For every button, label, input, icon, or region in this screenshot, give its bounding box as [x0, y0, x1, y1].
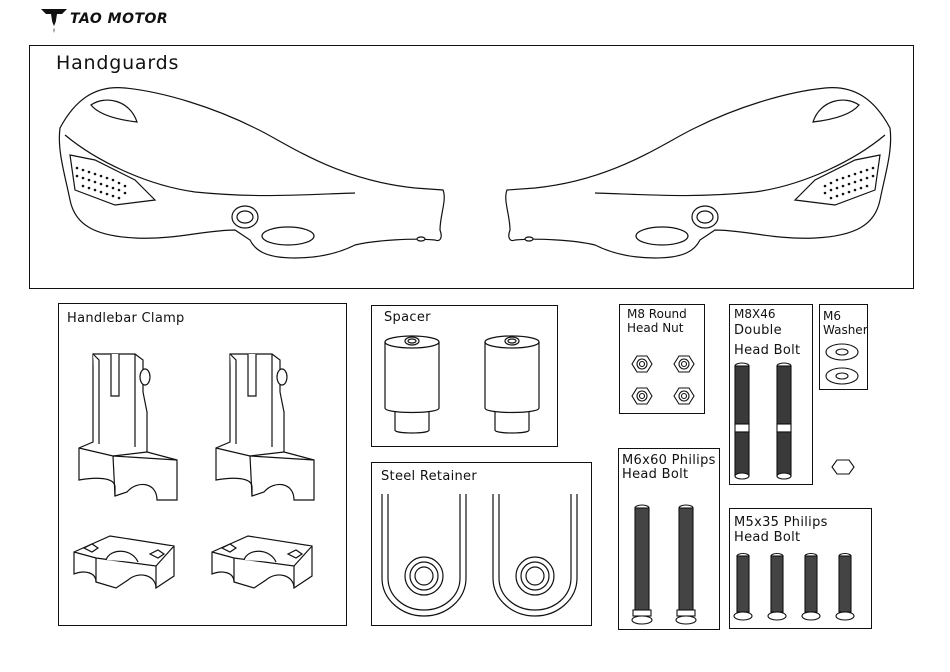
m5-bolt-label-line1: M5x35 Philips — [734, 515, 828, 531]
m8-double-bolts-icon — [732, 362, 812, 482]
steel-retainer-title: Steel Retainer — [381, 469, 477, 485]
m8-bolt-label-line1: M8X46 — [734, 307, 775, 322]
m8-bolt-label-line3: Head Bolt — [734, 343, 800, 359]
m8-bolt-label-line2: Double — [734, 323, 782, 339]
m6-philips-bolts-icon — [624, 502, 714, 626]
handguard-left — [55, 80, 455, 270]
m5-philips-bolts-icon — [731, 552, 871, 626]
m8-nut-label-line2: Head Nut — [627, 321, 683, 336]
spacer-left — [383, 332, 441, 436]
hex-nut-icon — [830, 458, 856, 476]
m8-nuts-icon — [626, 350, 698, 410]
m5-bolt-label-line2: Head Bolt — [734, 530, 800, 546]
clamp-lower-right — [208, 530, 318, 592]
m6-bolt-label-line2: Head Bolt — [622, 467, 688, 483]
m6-washer-label-line2: Washer — [823, 323, 868, 338]
brand-name: TAO MOTOR — [70, 11, 168, 27]
clamp-upper-right — [212, 352, 322, 504]
retainer-left — [380, 492, 468, 618]
retainer-right — [491, 492, 579, 618]
handguards-title: Handguards — [56, 55, 179, 71]
handlebar-clamp-title: Handlebar Clamp — [67, 311, 185, 327]
clamp-lower-left — [70, 530, 180, 592]
clamp-upper-left — [75, 352, 185, 504]
m6-washers-icon — [822, 340, 864, 388]
spacer-title: Spacer — [384, 310, 431, 326]
spacer-right — [483, 332, 541, 436]
m6-washer-label-line1: M6 — [823, 309, 841, 324]
handguard-right — [495, 80, 895, 270]
m8-nut-label-line1: M8 Round — [627, 307, 687, 322]
tao-motor-logo-icon — [40, 8, 68, 34]
